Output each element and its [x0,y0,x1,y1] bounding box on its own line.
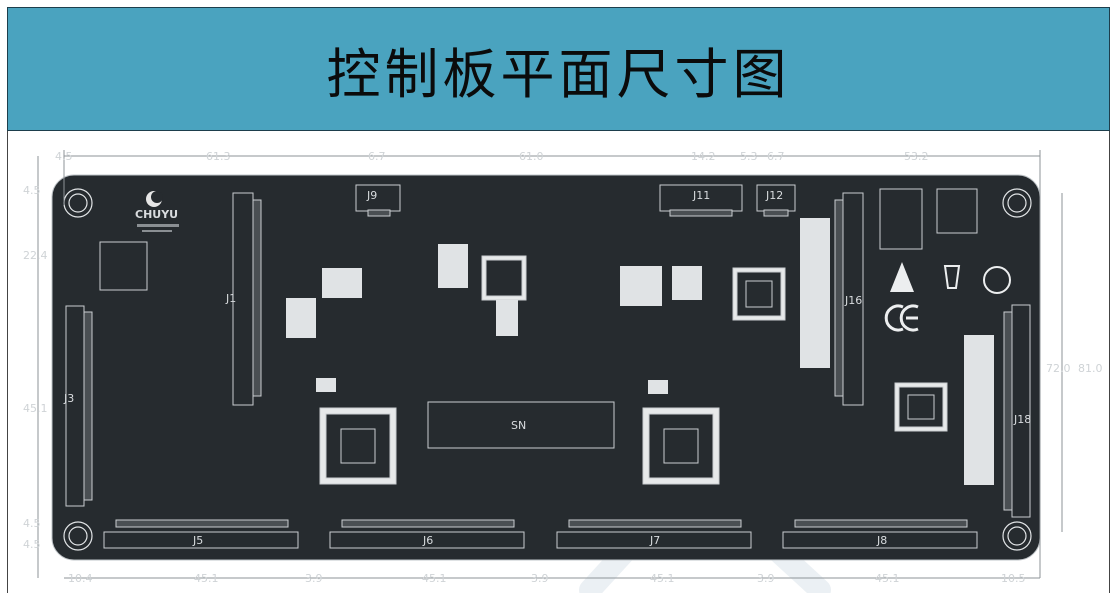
dim-top-5: 5.3 [740,150,758,163]
dim-top-3: 61.0 [519,150,544,163]
dim-bottom-4: 3.9 [531,572,549,585]
connector-j8: J8 [782,519,978,549]
label-j9: J9 [366,189,377,202]
label-sn: SN [511,419,526,432]
connector-j18: J18 [1003,304,1031,518]
dimensions-right: 72.0 81.0 [1046,362,1103,375]
ce-mark-icon [884,304,919,332]
page-title: 控制板平面尺寸图 [326,42,791,106]
connector-j7: J7 [556,519,752,549]
pb-free-icon [983,266,1011,294]
title-banner: 控制板平面尺寸图 [7,7,1110,131]
label-j16: J16 [844,294,862,307]
dim-bottom-6: 3.9 [757,572,775,585]
dim-left-1: 22.4 [23,249,48,262]
component-cluster [286,218,994,485]
label-j5: J5 [192,534,203,547]
connector-j16: J16 [834,192,864,406]
mounting-holes [63,188,1032,551]
dim-top-0: 4.5 [55,150,73,163]
dim-right-0: 72.0 [1046,362,1071,375]
dim-left-3: 4.5 [23,517,41,530]
dim-left-2: 45.1 [23,402,48,415]
dim-bottom-8: 10.5 [1001,572,1026,585]
label-j18: J18 [1013,413,1031,426]
pcb-board [51,174,1041,561]
dim-top-1: 61.3 [206,150,231,163]
dim-bottom-3: 45.1 [422,572,447,585]
dimensions-left: 4.5 22.4 45.1 4.5 4.5 [23,184,48,551]
logo-text: CHUYU [135,208,178,221]
dim-right-1: 81.0 [1078,362,1103,375]
dimensions-top: 4.5 61.3 6.7 61.0 14.2 5.3 6.7 53.2 [55,150,929,163]
chip-outline [99,241,148,291]
dim-bottom-2: 3.9 [305,572,323,585]
connector-j9: J9 [355,184,401,217]
qfp-chip-small [894,382,948,432]
weee-bin-icon [943,265,961,289]
dim-bottom-1: 45.1 [194,572,219,585]
dim-bottom-0: 10.4 [68,572,93,585]
label-j12: J12 [765,189,783,202]
dim-top-7: 53.2 [904,150,929,163]
connector-j3: J3 [63,305,93,507]
dimension-lines [37,150,1063,579]
label-j1: J1 [225,292,236,305]
chuyu-logo: CHUYU [135,191,179,232]
dim-left-0: 4.5 [23,184,41,197]
dim-top-6: 6.7 [767,150,785,163]
label-j11: J11 [692,189,710,202]
qfp-chip-right [642,407,720,485]
serial-number-box: SN [427,401,615,449]
connector-j1: J1 [225,192,262,406]
connector-j6: J6 [329,519,525,549]
dim-top-4: 14.2 [691,150,716,163]
connector-j12: J12 [756,184,796,217]
dim-bottom-5: 45.1 [650,572,675,585]
dimensions-bottom: 10.4 45.1 3.9 45.1 3.9 45.1 3.9 45.1 10.… [68,572,1026,585]
label-j3: J3 [63,392,74,405]
dim-left-4: 4.5 [23,538,41,551]
qfp-chip-mid [732,267,786,321]
warning-triangle-icon [890,262,914,292]
connector-j5: J5 [103,519,299,549]
dim-bottom-7: 45.1 [875,572,900,585]
label-j6: J6 [422,534,433,547]
drawing-frame [7,131,1110,593]
qfp-chip-left [319,407,397,485]
label-j7: J7 [649,534,660,547]
certification-marks [884,262,1011,332]
label-j8: J8 [876,534,887,547]
dim-top-2: 6.7 [368,150,386,163]
info-labels [879,188,978,250]
qfp-chip-mcu [481,255,527,301]
connector-j11: J11 [659,184,743,217]
